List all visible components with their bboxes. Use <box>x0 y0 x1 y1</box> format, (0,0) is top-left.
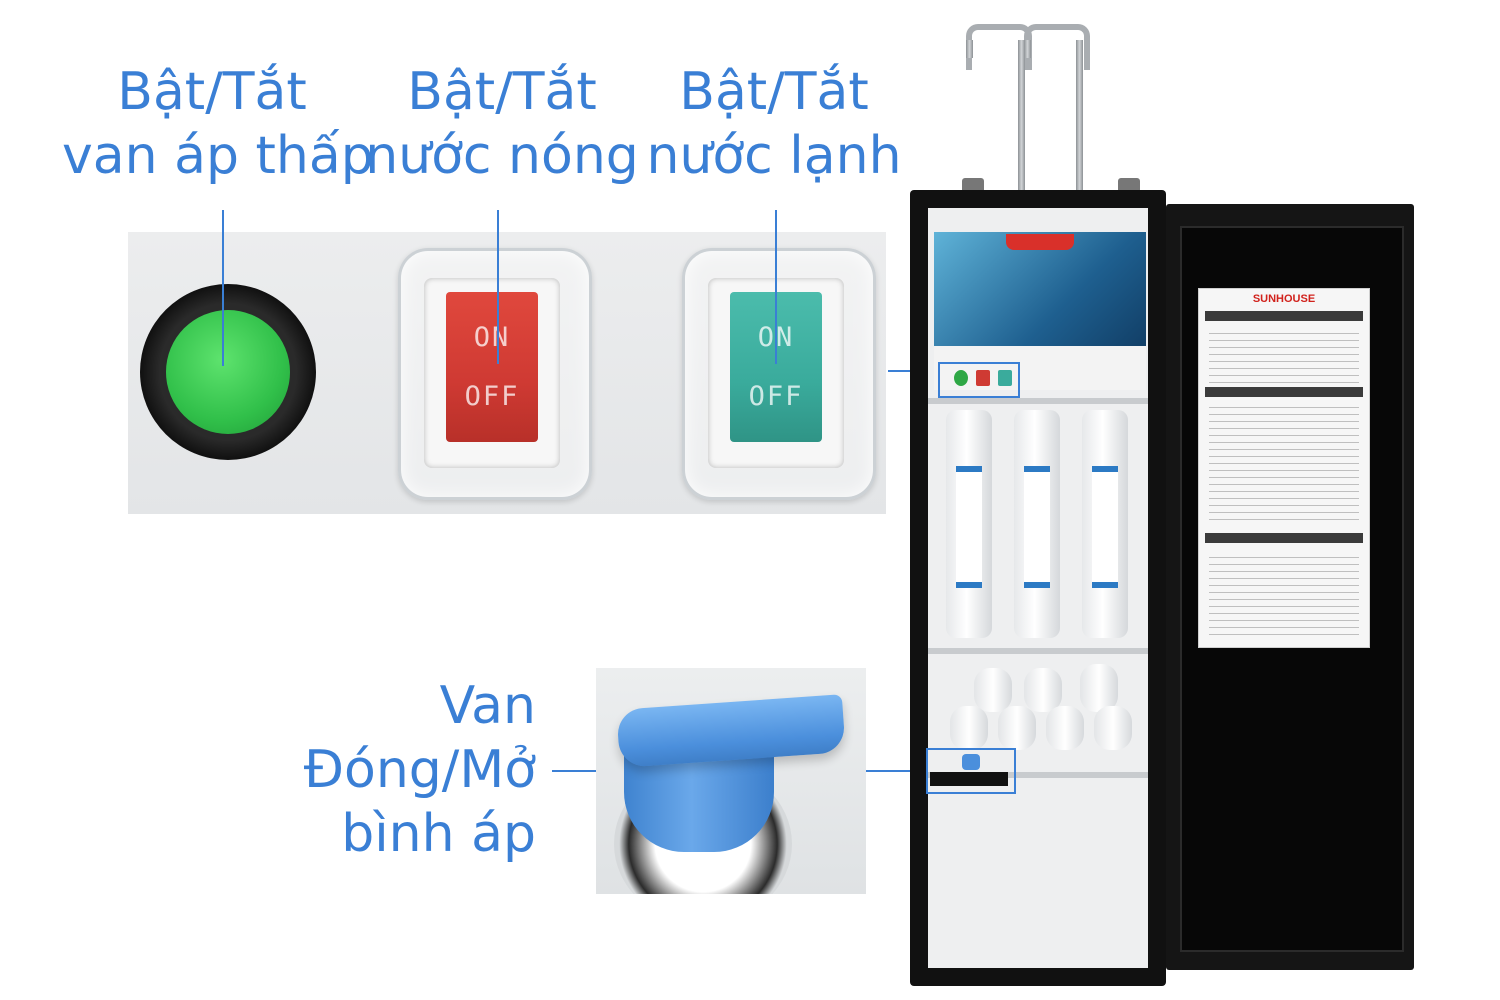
valve-label-strip <box>930 772 1008 786</box>
tank-valve-closeup <box>596 668 866 894</box>
control-strip-highlight <box>938 362 1020 398</box>
green-button-cap <box>166 310 290 434</box>
control-strip <box>934 346 1146 390</box>
low-pressure-valve-button[interactable] <box>140 284 316 460</box>
faucet-left-tip <box>966 40 973 58</box>
front-poster <box>934 232 1146 390</box>
sheet-section-bar-2 <box>1205 387 1363 397</box>
poster-brand-tag <box>1006 234 1074 250</box>
sheet-diagram-area <box>1209 551 1359 637</box>
lower-filter-2 <box>1024 668 1062 712</box>
lower-filter-1 <box>974 668 1012 712</box>
label-hot-water: Bật/Tắt nước nóng <box>365 62 639 186</box>
tank-valve-highlight <box>926 748 1016 794</box>
filter-cartridge-3 <box>1082 410 1128 638</box>
sheet-text-block-1 <box>1209 327 1359 383</box>
leader-line-hot <box>497 210 499 364</box>
leader-line-low-pressure <box>222 210 224 366</box>
lower-filter-7 <box>1094 706 1132 750</box>
mini-green-button <box>954 370 968 386</box>
mini-cold-switch <box>998 370 1012 386</box>
faucet-left-pipe <box>1018 40 1025 190</box>
lower-filter-3 <box>1080 664 1118 712</box>
filter-cartridge-1 <box>946 410 992 638</box>
label-tank-valve: Van Đóng/Mở bình áp <box>303 676 536 864</box>
cold-switch-rocker[interactable]: ON OFF <box>730 292 822 442</box>
faucet-right-tip <box>1024 40 1031 58</box>
instruction-sheet: SUNHOUSE <box>1198 288 1370 648</box>
hot-switch-on-label: ON <box>473 322 511 353</box>
faucet-right-pipe <box>1076 40 1083 190</box>
filter-cartridge-2 <box>1014 410 1060 638</box>
lower-filter-4 <box>950 706 988 750</box>
hot-switch-rocker[interactable]: ON OFF <box>446 292 538 442</box>
label-cold-water: Bật/Tắt nước lạnh <box>646 62 902 186</box>
mini-tank-valve <box>962 754 980 770</box>
sheet-table <box>1209 401 1359 523</box>
lower-filter-5 <box>998 706 1036 750</box>
middle-shelf <box>928 648 1148 654</box>
lower-shelf <box>928 772 1148 778</box>
instruction-sheet-brand: SUNHOUSE <box>1252 293 1316 305</box>
cold-switch-off-label: OFF <box>748 381 804 412</box>
leader-line-cold <box>775 210 777 364</box>
lower-filter-6 <box>1046 706 1084 750</box>
label-low-pressure-valve: Bật/Tắt van áp thấp <box>62 62 374 186</box>
valve-handle[interactable] <box>616 694 846 768</box>
upper-shelf <box>928 398 1148 404</box>
sheet-section-bar-1 <box>1205 311 1363 321</box>
mini-hot-switch <box>976 370 990 386</box>
hot-switch-frame: ON OFF <box>424 278 560 468</box>
sheet-section-bar-3 <box>1205 533 1363 543</box>
hot-switch-off-label: OFF <box>464 381 520 412</box>
leader-line-valve-to-machine <box>866 770 928 772</box>
